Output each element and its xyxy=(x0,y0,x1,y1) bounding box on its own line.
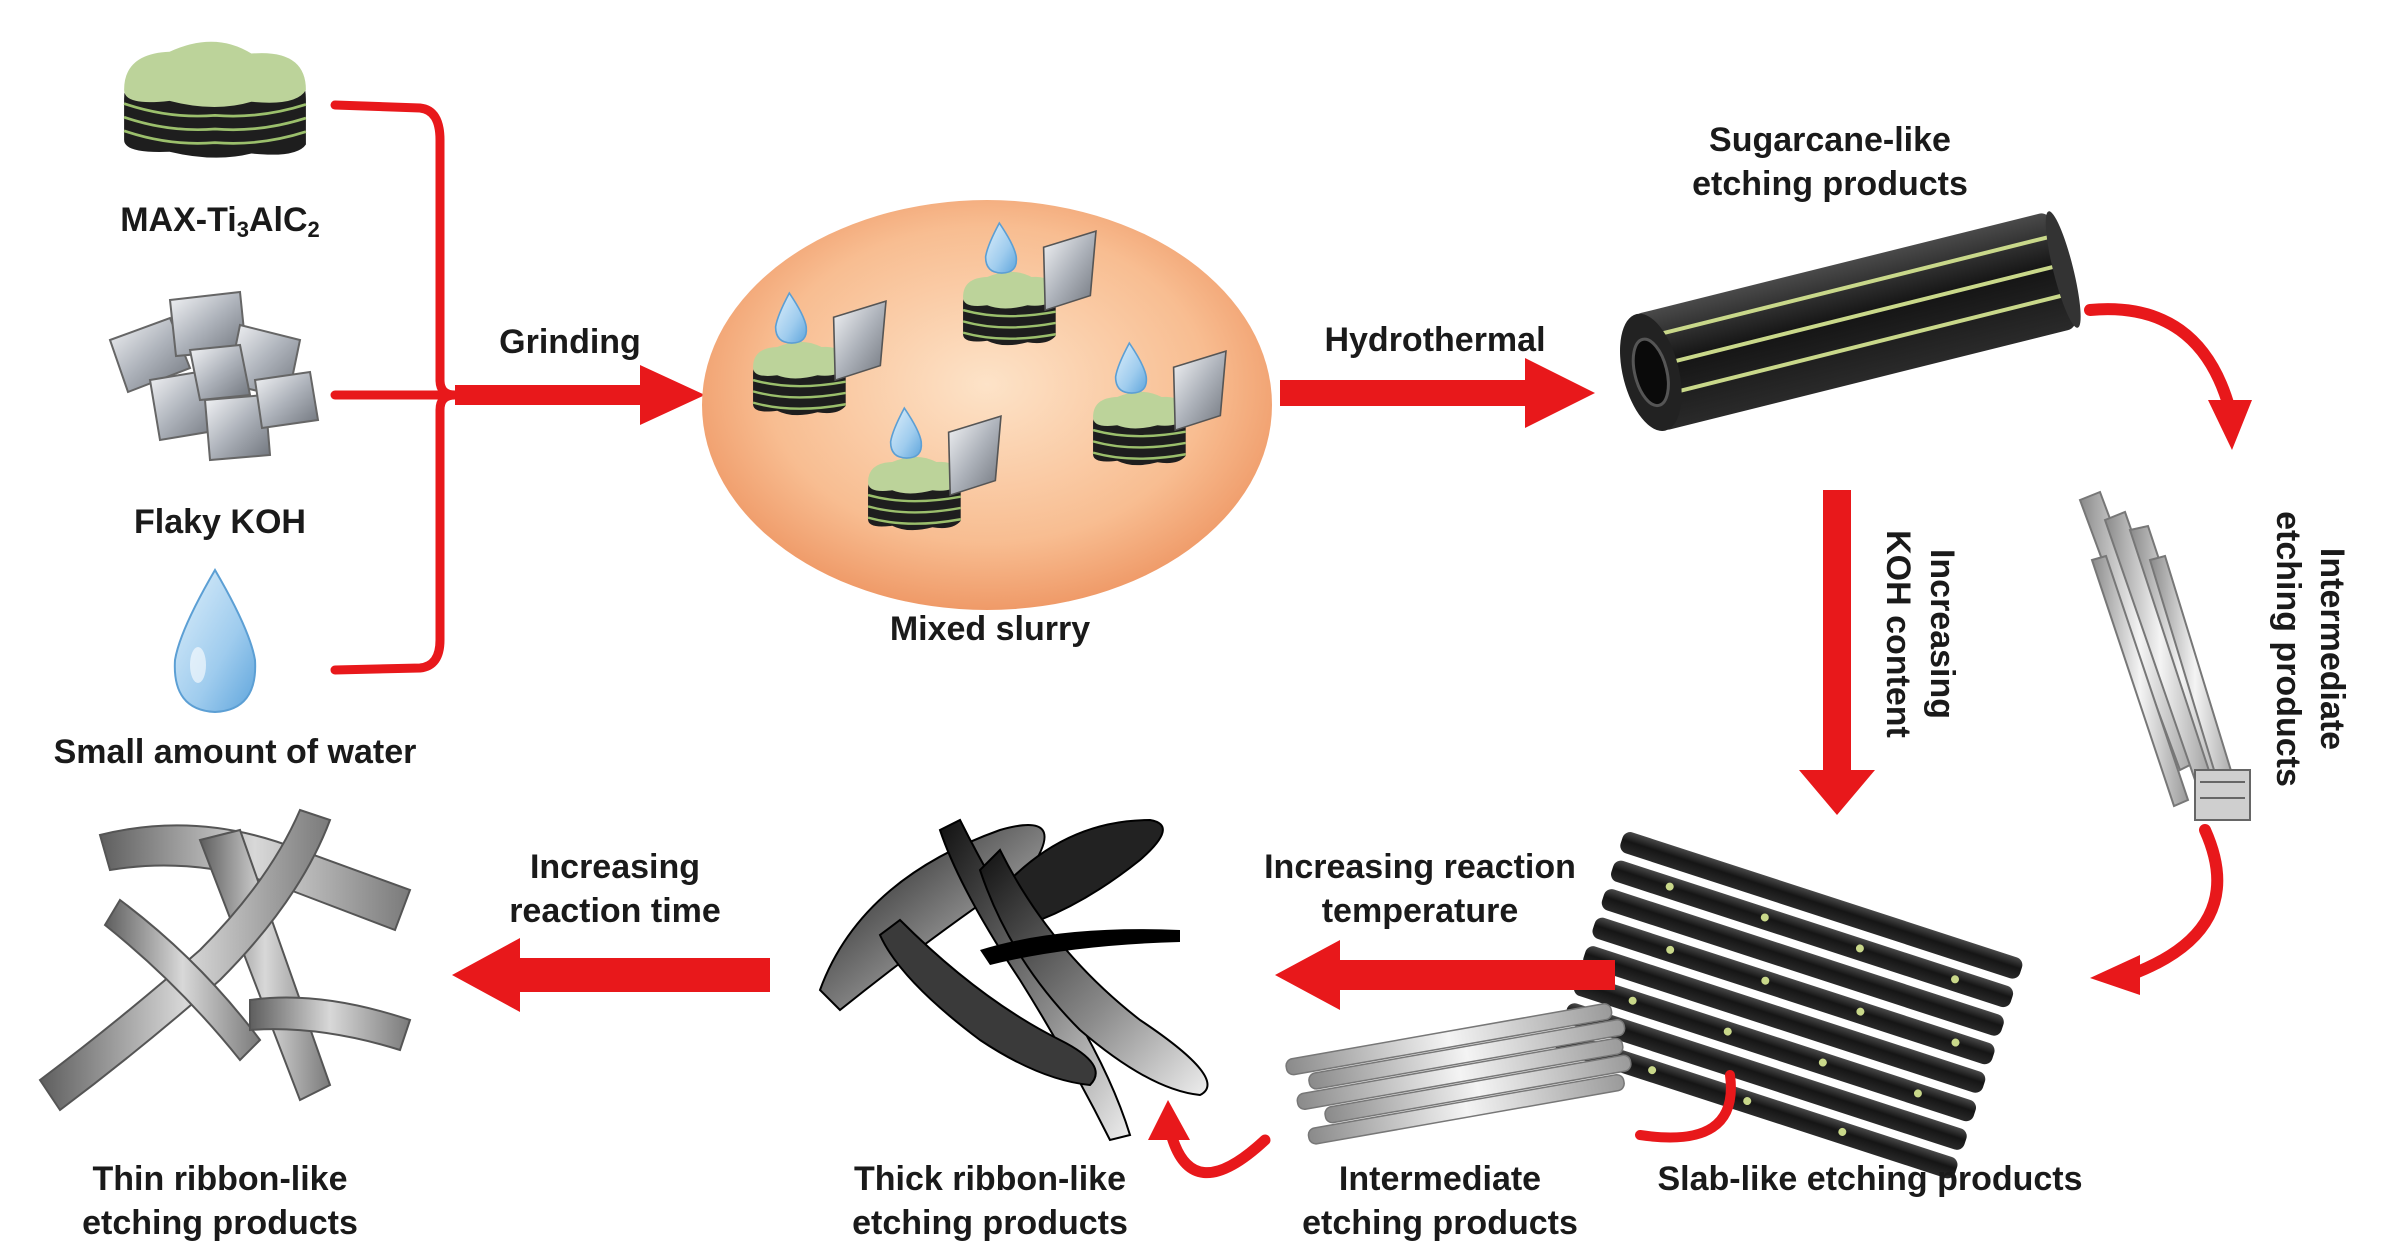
curved-arrow-to-slab xyxy=(2090,824,2224,995)
label-mixed-slurry: Mixed slurry xyxy=(889,610,1091,648)
mixed-slurry-ellipse xyxy=(702,200,1272,610)
label-reaction-temperature: Increasing reaction temperature xyxy=(1215,845,1625,933)
water-droplet xyxy=(173,568,257,714)
koh-content-line-2: KOH content xyxy=(1879,530,1917,738)
koh-flakes xyxy=(108,290,320,462)
thick-ribbon-line-2: etching products xyxy=(852,1204,1128,1242)
intermediate-right-line-1: Intermediate xyxy=(2313,547,2351,751)
label-max-ti3alc2: MAX-Ti3AlC2 xyxy=(40,198,400,252)
label-hydrothermal: Hydrothermal xyxy=(1324,321,1546,359)
reaction-time-arrow xyxy=(452,938,770,1012)
thin-ribbon-line-2: etching products xyxy=(82,1204,358,1242)
thin-ribbon-line-1: Thin ribbon-like xyxy=(92,1160,348,1198)
intermediate-right-sticks xyxy=(2078,490,2251,821)
intermediate-bottom-line-2: etching products xyxy=(1302,1204,1578,1242)
input-bracket xyxy=(330,100,460,675)
reaction-temperature-arrow xyxy=(1275,940,1615,1010)
label-sugarcane: Sugarcane-like etching products xyxy=(1620,118,2040,206)
reaction-temperature-line-2: temperature xyxy=(1321,892,1519,930)
reaction-time-line-1: Increasing xyxy=(529,848,701,886)
label-flaky-koh: Flaky KOH xyxy=(134,503,306,541)
intermediate-bottom-sticks xyxy=(1285,1003,1632,1145)
slab-stack xyxy=(1555,832,2023,1179)
intermediate-right-line-2: etching products xyxy=(2269,511,2307,787)
label-intermediate-bottom: Intermediate etching products xyxy=(1260,1157,1620,1245)
max-mid: AlC xyxy=(248,201,308,239)
koh-content-line-1: Increasing xyxy=(1923,548,1961,720)
label-slab: Slab-like etching products xyxy=(1657,1160,2083,1198)
max-prefix: MAX-Ti xyxy=(120,201,237,239)
curved-arrow-to-thick-ribbon xyxy=(1148,1100,1271,1179)
max-ti3alc2-stack xyxy=(122,40,308,160)
label-thick-ribbon: Thick ribbon-like etching products xyxy=(800,1157,1180,1245)
curved-arrow-slab-to-intermediate xyxy=(1635,1070,1736,1143)
label-water: Small amount of water xyxy=(53,733,417,771)
label-thin-ribbon: Thin ribbon-like etching products xyxy=(40,1157,400,1245)
sugarcane-line-2: etching products xyxy=(1692,165,1968,203)
koh-content-arrow xyxy=(1799,490,1875,815)
grinding-arrow xyxy=(455,365,705,425)
thin-ribbon-cluster xyxy=(38,808,412,1112)
label-koh-content: Increasing KOH content xyxy=(1876,494,1964,774)
curved-arrow-to-intermediate xyxy=(2084,303,2252,450)
hydrothermal-arrow xyxy=(1280,358,1595,428)
label-grinding: Grinding xyxy=(499,323,641,361)
reaction-time-line-2: reaction time xyxy=(509,892,721,930)
label-reaction-time: Increasing reaction time xyxy=(470,845,760,933)
sugarcane-rod xyxy=(1620,211,2081,431)
thick-ribbon-cluster xyxy=(818,818,1209,1142)
sugarcane-line-1: Sugarcane-like xyxy=(1709,121,1951,159)
thick-ribbon-line-1: Thick ribbon-like xyxy=(853,1160,1127,1198)
max-sub-1: 3 xyxy=(236,217,249,242)
reaction-temperature-line-1: Increasing reaction xyxy=(1264,848,1576,886)
intermediate-bottom-line-1: Intermediate xyxy=(1338,1160,1542,1198)
label-intermediate-right: Intermediate etching products xyxy=(2266,499,2354,799)
max-sub-2: 2 xyxy=(307,217,320,242)
